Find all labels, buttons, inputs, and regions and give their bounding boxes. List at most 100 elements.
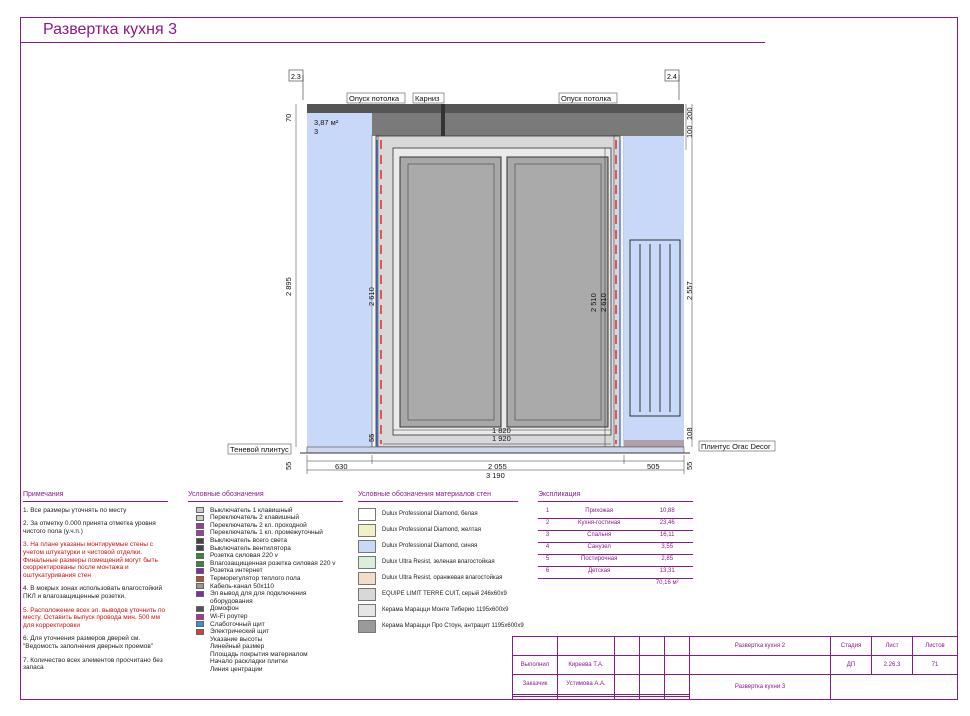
legend-item: Выключатель вентилятора	[188, 545, 343, 553]
legend-symbol-icon	[196, 507, 204, 514]
explication-cell-area: 3,55	[641, 542, 693, 555]
legend-label: Указание высоты	[210, 635, 263, 643]
legend-symbol-icon	[196, 636, 204, 643]
title-underline	[20, 42, 765, 43]
material-swatch	[358, 556, 376, 570]
legend-symbol-icon	[196, 613, 204, 620]
note-item: 4. В мокрых зонах использовать влагостой…	[23, 585, 163, 600]
wall-left-blue	[307, 112, 372, 447]
legend-label: Влагозащищенная розетка силовая 220 v	[210, 559, 336, 567]
dim-2557: 2 557	[685, 281, 694, 300]
floor-strip	[306, 446, 685, 454]
material-swatch	[358, 588, 376, 602]
material-label: Керама Марацци Про Стоун, антрацит 1195x…	[382, 622, 524, 629]
legend-label: Переключатель 1 кл. промежуточный	[210, 529, 323, 537]
legend-item: Линия центрации	[188, 666, 343, 674]
stamp-sheets-value: 71	[912, 655, 958, 676]
explication-cell-n: 5	[538, 554, 557, 567]
legend-symbol-icon	[196, 568, 204, 575]
notes-heading: Примечания	[23, 491, 168, 502]
explication-cell-name: Кухня-гостиная	[556, 518, 642, 531]
legend-item: Розетка интернет	[188, 567, 343, 575]
label-shadow-plinth: Теневой плинтус	[230, 445, 289, 454]
note-item: 1. Все размеры уточнять по месту	[23, 506, 127, 514]
legend-symbol-icon	[196, 666, 204, 673]
material-label: Dulux Ultra Resist, оранжевая влагостойк…	[382, 574, 503, 581]
materials-section: Условные обозначения материалов стен Dul…	[358, 491, 524, 635]
dim-2610b: 2 610	[599, 293, 608, 312]
legend-item: Влагозащищенная розетка силовая 220 v	[188, 560, 343, 568]
stamp-sheet-label: Лист	[871, 635, 913, 657]
legend-item: Терморегулятор теплого пола	[188, 575, 343, 583]
explication-cell-area: 16,11	[641, 530, 693, 543]
stamp-performed-name: Киреева Т.А.	[557, 655, 615, 676]
legend-item: оборудования	[188, 598, 343, 606]
legend-symbol-icon	[196, 530, 204, 537]
legend-symbol-icon	[196, 621, 204, 628]
stamp-client-label: Заказчик	[512, 674, 558, 695]
legend-symbol-icon	[196, 644, 204, 651]
legend-item: Линейный размер	[188, 643, 343, 651]
legend-label: Переключатель 2 клавишный	[210, 514, 300, 522]
dim-70: 70	[284, 114, 293, 122]
legend-symbol-icon	[196, 606, 204, 613]
dim-1820: 1 820	[492, 426, 511, 435]
legend-label: Линейный размер	[210, 643, 265, 651]
dim-2610: 2 610	[367, 287, 376, 306]
explication-heading: Экспликация	[538, 491, 693, 502]
material-item: Dulux Professional Diamond, синяя	[358, 539, 518, 555]
legend-symbol-icon	[196, 560, 204, 567]
stamp-stage-label: Стадия	[830, 635, 872, 657]
material-label: EQUIPE LIMIT TERRE CUIT, серый 246x60x9	[382, 590, 507, 597]
stamp-sheet-value: 2.26.3	[871, 655, 913, 676]
stamp-performed-label: Выполнил	[512, 655, 558, 676]
material-swatch	[358, 540, 376, 554]
legend-symbol-icon	[196, 651, 204, 658]
explication-cell-n: 1	[538, 506, 557, 519]
label-cornice: Карниз	[415, 94, 440, 103]
ceiling-drop	[372, 113, 684, 136]
legend-item: Площадь покрытия материалом	[188, 651, 343, 659]
explication-cell-n: 3	[538, 530, 557, 543]
legend-section: Условные обозначения Выключатель 1 клави…	[188, 491, 343, 674]
elevation-drawing: 2.3 2.4	[227, 69, 776, 480]
stamp-sheet-name-bottom: Развертка кухни 3	[689, 674, 831, 700]
legend-symbol-icon	[196, 598, 204, 605]
marker-right: 2.4	[667, 74, 677, 81]
material-label: Dulux Ultra Resist, зеленая влагостойкая	[382, 558, 495, 565]
material-swatch	[358, 508, 376, 522]
dim-55b: 55	[284, 462, 293, 470]
legend-item: Кабель-канал 50х110	[188, 583, 343, 591]
legend-symbol-icon	[196, 590, 204, 597]
table-row-total: 70,16 м²	[538, 578, 693, 590]
legend-label: Эл вывод для для подключения	[210, 590, 307, 598]
legend-label: Площадь покрытия материалом	[210, 650, 308, 658]
legend-symbol-icon	[196, 575, 204, 582]
cornice	[441, 104, 445, 136]
explication-cell-name: Спальня	[556, 530, 642, 543]
title-block: Развертка кухня 2 Стадия Лист Листов Вып…	[512, 635, 958, 700]
material-label: Dulux Professional Diamond, синяя	[382, 542, 478, 549]
material-item: EQUIPE LIMIT TERRE CUIT, серый 246x60x9	[358, 587, 518, 603]
legend-item: Домофон	[188, 605, 343, 613]
notes-section: Примечания 1. Все размеры уточнять по ме…	[23, 491, 168, 678]
ceiling-slab	[307, 104, 684, 113]
material-item: Dulux Professional Diamond, белая	[358, 507, 518, 523]
legend-label: Слаботочный щит	[210, 620, 265, 628]
legend-label: Переключатель 2 кл. проходной	[210, 521, 307, 529]
marker-left: 2.3	[291, 74, 301, 81]
material-item: Керама Марацци Монте Тиберио 1195x600x9	[358, 603, 518, 619]
legend-label: Розетка интернет	[210, 567, 263, 575]
dim-55r: 55	[685, 462, 694, 470]
legend-item: Wi-Fi роутер	[188, 613, 343, 621]
radiator	[629, 239, 681, 417]
label-plinth-orac: Плинтус Orac Decor	[701, 442, 771, 451]
note-item: 3. На плане указаны монтируемые стены с …	[23, 541, 158, 579]
material-item: Dulux Professional Diamond, желтая	[358, 523, 518, 539]
legend-label: Кабель-канал 50х110	[210, 582, 275, 590]
